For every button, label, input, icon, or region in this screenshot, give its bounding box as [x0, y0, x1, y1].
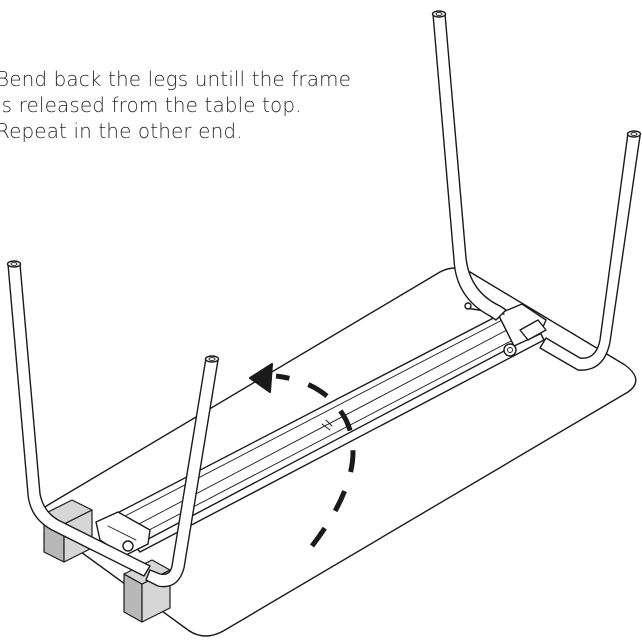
leg-right-front	[539, 130, 642, 371]
frame-end-bracket	[464, 301, 547, 357]
leg-right-back	[431, 10, 507, 321]
leg-left-back	[6, 260, 151, 577]
curved-dashed-arrow-icon	[249, 363, 356, 548]
instruction-line-1: Bend back the legs untill the frame	[0, 67, 352, 91]
instruction-line-2: is released from the table top.	[0, 93, 302, 117]
leg-left-front	[145, 355, 220, 588]
instruction-line-3: Repeat in the other end.	[0, 119, 243, 143]
instruction-text: Bend back the legs untill the frame is r…	[0, 66, 416, 144]
